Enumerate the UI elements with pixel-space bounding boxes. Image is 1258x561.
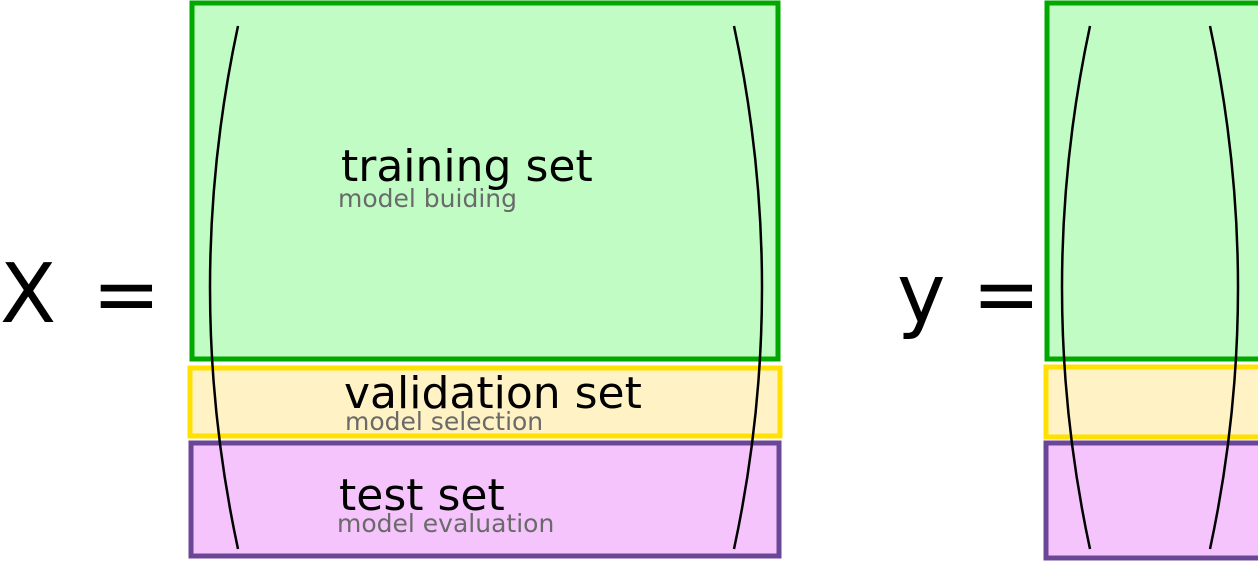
y-vector-group: y = xyxy=(897,0,1258,561)
y-right-bracket xyxy=(1208,25,1240,550)
training-set-block xyxy=(189,0,781,362)
x-matrix-group: X = training set model buiding validatio… xyxy=(0,0,783,559)
validation-set-block xyxy=(187,365,783,439)
training-set-subtitle: model buiding xyxy=(338,184,517,213)
x-left-bracket xyxy=(208,25,240,550)
y-symbol: y xyxy=(897,247,946,342)
test-set-label: test set xyxy=(339,470,505,521)
x-symbol: X xyxy=(0,247,56,342)
test-set-block xyxy=(188,440,782,559)
validation-set-label: validation set xyxy=(344,368,642,419)
validation-set-subtitle: model selection xyxy=(345,407,543,436)
y-validation-block xyxy=(1043,364,1258,440)
x-right-bracket xyxy=(732,25,764,550)
y-training-block xyxy=(1044,0,1258,362)
y-equals-sign: = xyxy=(972,247,1041,342)
test-set-subtitle: model evaluation xyxy=(337,509,554,538)
y-left-bracket xyxy=(1060,25,1092,550)
x-equals-sign: = xyxy=(92,247,161,342)
training-set-label: training set xyxy=(341,141,593,192)
